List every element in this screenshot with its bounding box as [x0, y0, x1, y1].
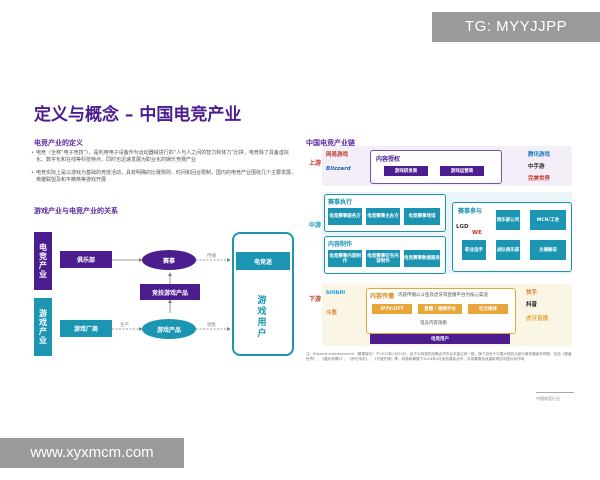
players-label: 游戏用户 [257, 296, 267, 339]
participation-cell-club-company: 俱乐部公司 [496, 210, 520, 230]
fans-box: 电竞迷 [236, 252, 290, 270]
logo-tencent-games: 腾讯游戏 [528, 152, 551, 158]
esports-users-bar: 电竞用户 [370, 334, 510, 344]
definition-heading: 电竞产业的定义 [34, 139, 83, 147]
license-cell-developer: 游戏研发商 [384, 166, 428, 176]
content-license-label: 内容授权 [376, 156, 401, 163]
game-maker-box: 游戏厂商 [60, 320, 112, 337]
execution-cell-organizer: 电竞赛事主办方 [366, 208, 400, 225]
broadcast-cell-social: 社交媒体 [468, 304, 508, 314]
relation-connectors [112, 258, 231, 331]
downstream-label: 下游 [309, 296, 322, 303]
definition-bullet-2: 电竞实际上是以游戏为基础的竞技活动，具有明确的比赛规则、时间和回合限制，国内的电… [31, 170, 298, 184]
label-broadcast: 传播 [207, 254, 216, 259]
logo-huya: 虎牙直播 [526, 316, 549, 322]
upstream-label: 上游 [309, 160, 322, 167]
page-title: 定义与概念 – 中国电竞产业 [34, 105, 242, 125]
logo-netease: 网易游戏 [326, 152, 349, 158]
logo-douyu: 斗鱼 [326, 310, 338, 316]
logo-kuaishou: 快手 [526, 290, 538, 296]
fans-users-frame [232, 232, 294, 356]
broadcast-cell-iptv: IPTV/OTT [372, 304, 412, 314]
license-cell-operator: 游戏运营商 [440, 166, 484, 176]
page-footer: 中国电竞行业 [536, 396, 560, 401]
label-produce: 生产 [120, 323, 129, 328]
event-oval: 赛事 [142, 250, 196, 270]
event-execution-label: 赛事执行 [328, 199, 353, 206]
broadcast-cell-platform: 直播 / 视频平台 [418, 304, 462, 314]
logo-bilibili: bilibili [326, 290, 346, 296]
broadcast-sub: 电竞内容观看 [420, 321, 447, 326]
logo-we: WE [472, 230, 482, 236]
game-product-oval: 游戏产品 [142, 319, 196, 339]
competitive-product-box: 竞技游戏产品 [140, 284, 200, 300]
production-cell-data: 电竞赛事数据服务 [404, 250, 440, 267]
label-sell: 销售 [207, 323, 216, 328]
participation-cell-pro-player: 职业选手 [462, 240, 486, 260]
broadcast-text: 内容传播以斗鱼及虎牙等直播平台为核心渠道 [398, 293, 488, 298]
logo-cmge: 中手游 [528, 164, 545, 170]
production-cell-derivative: 电竞赛事衍生内容制作 [366, 250, 400, 267]
watermark-top: TG: MYYJJPP [432, 12, 600, 42]
execution-cell-venue: 电竞赛事场馆 [404, 208, 440, 225]
content-production-label: 内容制作 [328, 241, 353, 248]
execution-cell-service: 电竞赛事服务方 [328, 208, 362, 225]
club-box: 俱乐部 [60, 251, 112, 268]
midstream-label: 中游 [309, 222, 322, 229]
watermark-bottom: www.xyxmcm.com [0, 438, 184, 468]
participation-label: 赛事参与 [458, 208, 483, 215]
participation-cell-streamer: 主播解说 [530, 240, 566, 260]
relation-heading: 游戏产业与电竞产业的关系 [34, 207, 118, 215]
participation-cell-team-club: 战队俱乐部 [496, 240, 520, 260]
esports-industry-box: 电竞产业 [34, 232, 52, 290]
broadcast-label: 内容传播 [370, 293, 395, 300]
logo-douyin: 抖音 [526, 302, 538, 308]
definition-bullet-1: 电竞（全称“电子竞技”），是利用电子设备作为运动器械进行的“人与人之间的智力和体… [31, 150, 298, 164]
logo-blizzard: Blizzard [326, 166, 351, 172]
production-cell-content: 电竞赛事内容制作 [328, 250, 362, 267]
participation-cell-mcn: MCN/工会 [530, 210, 566, 230]
logo-perfect-world: 完美世界 [528, 176, 551, 182]
game-industry-box: 游戏产业 [34, 298, 52, 356]
chain-heading: 中国电竞产业链 [306, 139, 355, 147]
page-divider [536, 392, 574, 393]
logo-lgd: LGD [456, 224, 469, 230]
chain-footnote: 注：Blizzard entertainment（暴雪娱乐）于2023年1月23… [306, 352, 572, 361]
